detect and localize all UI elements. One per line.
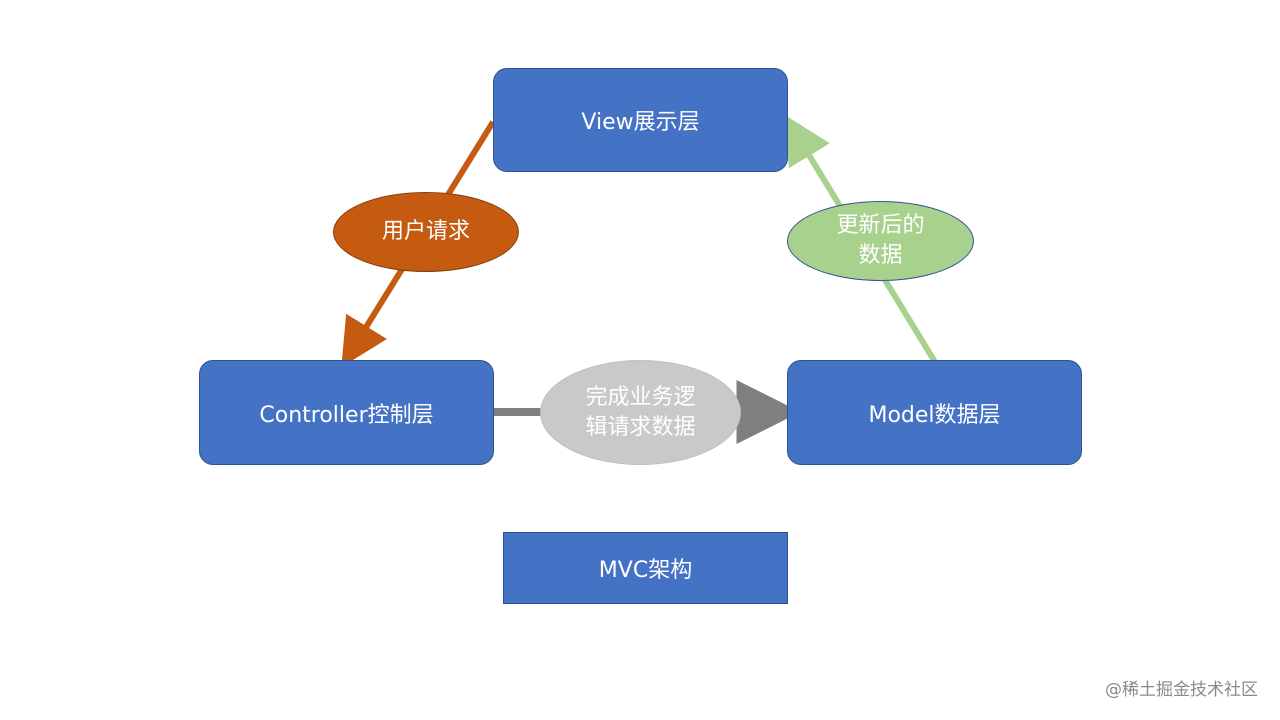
user-request-ellipse: 用户请求 (333, 192, 519, 272)
watermark-text: @稀土掘金技术社区 (1105, 680, 1258, 700)
view-layer-box: View展示层 (493, 68, 788, 172)
model-layer-label: Model数据层 (868, 402, 1001, 428)
user-request-label: 用户请求 (381, 219, 470, 244)
business-logic-label-line-2: 辑请求数据 (585, 414, 696, 440)
controller-layer-box: Controller控制层 (199, 360, 494, 465)
view-layer-label: View展示层 (581, 110, 700, 135)
business-logic-label-line-1: 完成业务逻 (585, 384, 696, 410)
updated-data-label-line-2: 数据 (858, 243, 903, 268)
controller-layer-label: Controller控制层 (259, 402, 434, 428)
business-logic-ellipse: 完成业务逻 辑请求数据 (540, 360, 741, 465)
updated-data-label-line-1: 更新后的 (836, 213, 925, 238)
updated-data-ellipse: 更新后的 数据 (787, 201, 974, 281)
mvc-architecture-box: MVC架构 (503, 532, 788, 604)
mvc-architecture-label: MVC架构 (598, 558, 693, 583)
model-layer-box: Model数据层 (787, 360, 1082, 465)
